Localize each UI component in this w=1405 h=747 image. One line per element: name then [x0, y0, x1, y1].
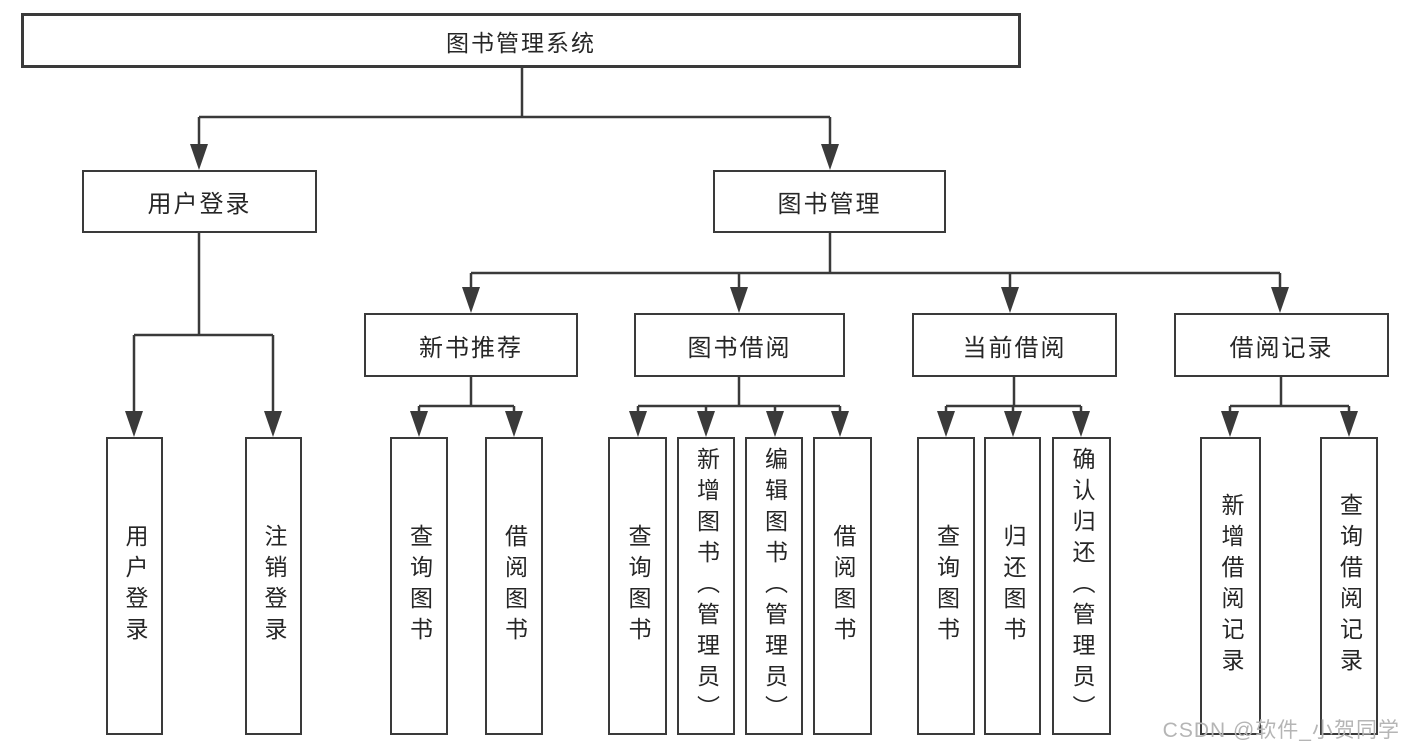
node-label: 图书管理	[777, 191, 882, 218]
node-label: 图书管理系统	[446, 29, 596, 56]
arrow-down-icon	[1072, 411, 1090, 437]
node-label: 归还图书	[1000, 524, 1026, 648]
arrow-down-icon	[125, 411, 143, 437]
node-label: 用户登录	[122, 524, 148, 648]
arrow-down-icon	[1340, 411, 1358, 437]
arrow-down-icon	[629, 411, 647, 437]
node-label: 借阅图书	[830, 524, 856, 648]
csdn-watermark: CSDN @软件_小贺同学	[1162, 719, 1400, 742]
leaf-query-borrow-record: 查询借阅记录	[1320, 437, 1378, 735]
node-new-book-recommend: 新书推荐	[364, 313, 578, 377]
node-label: 借阅图书	[501, 524, 528, 648]
arrow-down-icon	[462, 287, 480, 313]
leaf-edit-book-admin: 编辑图书（管理员）	[745, 437, 803, 735]
arrow-down-icon	[937, 411, 955, 437]
arrow-down-icon	[1001, 287, 1019, 313]
leaf-add-borrow-record: 新增借阅记录	[1200, 437, 1261, 735]
arrow-down-icon	[821, 144, 839, 170]
arrowheads	[125, 144, 1358, 437]
leaf-query-books-recommend: 查询图书	[390, 437, 448, 735]
arrow-down-icon	[1004, 411, 1022, 437]
node-label: 新书推荐	[419, 334, 523, 362]
node-label: 编辑图书（管理员）	[761, 446, 788, 726]
node-label: 用户登录	[147, 191, 252, 218]
leaf-return-book: 归还图书	[984, 437, 1041, 735]
node-library-management-system: 图书管理系统	[21, 13, 1021, 68]
leaf-borrow-books: 借阅图书	[813, 437, 872, 735]
arrow-down-icon	[1271, 287, 1289, 313]
node-label: 新增借阅记录	[1218, 493, 1244, 679]
node-label: 查询借阅记录	[1336, 493, 1363, 679]
leaf-logout: 注销登录	[245, 437, 302, 735]
arrow-down-icon	[505, 411, 523, 437]
node-user-login: 用户登录	[82, 170, 317, 233]
arrow-down-icon	[190, 144, 208, 170]
leaf-confirm-return-admin: 确认归还（管理员）	[1052, 437, 1111, 735]
node-label: 查询图书	[406, 524, 433, 648]
leaf-query-books-current: 查询图书	[917, 437, 975, 735]
node-current-borrow: 当前借阅	[912, 313, 1117, 377]
node-label: 新增图书（管理员）	[693, 446, 720, 726]
leaf-query-books-borrow: 查询图书	[608, 437, 667, 735]
node-book-management: 图书管理	[713, 170, 946, 233]
node-label: 查询图书	[933, 524, 960, 648]
node-label: 注销登录	[261, 524, 287, 648]
arrow-down-icon	[766, 411, 784, 437]
node-label: 确认归还（管理员）	[1069, 446, 1095, 726]
node-book-borrow: 图书借阅	[634, 313, 845, 377]
node-label: 借阅记录	[1229, 334, 1334, 362]
arrow-down-icon	[264, 411, 282, 437]
connector-lines	[132, 68, 1351, 414]
node-label: 当前借阅	[962, 334, 1067, 362]
leaf-borrow-books-recommend: 借阅图书	[485, 437, 543, 735]
arrow-down-icon	[831, 411, 849, 437]
node-label: 图书借阅	[687, 334, 792, 362]
leaf-user-login: 用户登录	[106, 437, 163, 735]
node-label: 查询图书	[625, 524, 651, 648]
arrow-down-icon	[410, 411, 428, 437]
arrow-down-icon	[730, 287, 748, 313]
node-borrow-records: 借阅记录	[1174, 313, 1389, 377]
arrow-down-icon	[697, 411, 715, 437]
leaf-add-book-admin: 新增图书（管理员）	[677, 437, 735, 735]
arrow-down-icon	[1221, 411, 1239, 437]
